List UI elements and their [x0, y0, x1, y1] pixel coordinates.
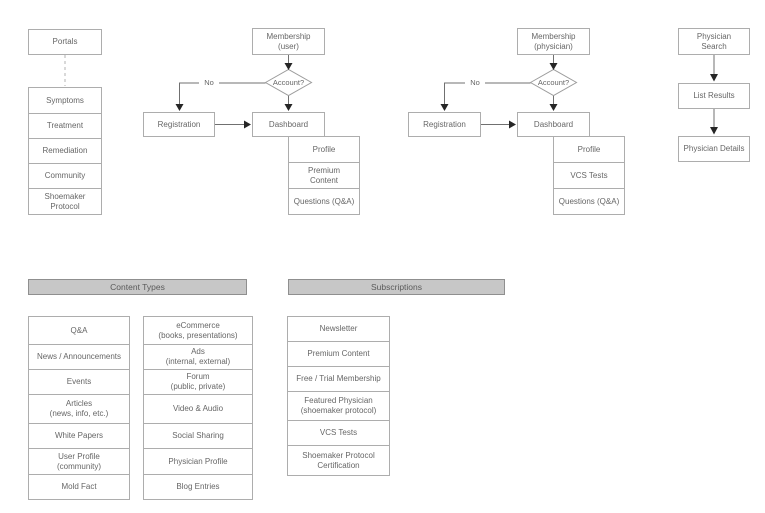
content-types-header: Content Types — [28, 279, 247, 295]
arrowhead-icon — [710, 74, 718, 82]
physician-no-branch-line — [444, 82, 531, 104]
subscriptions-column: Newsletter Premium Content Free / Trial … — [287, 316, 390, 476]
user-account-decision-label: Account? — [272, 78, 305, 87]
content-type-item-box: Ads (internal, external) — [143, 344, 253, 370]
subscription-item-box: Shoemaker Protocol Certification — [287, 445, 390, 476]
content-type-item-box: Q&A — [28, 316, 130, 345]
physician-dashboard-item-box: Profile — [553, 136, 625, 163]
subscription-item-box: Newsletter — [287, 316, 390, 342]
subscriptions-header: Subscriptions — [288, 279, 505, 295]
content-types-column-2: eCommerce (books, presentations) Ads (in… — [143, 316, 253, 500]
arrowhead-icon — [509, 120, 516, 129]
subscription-item-box: Premium Content — [287, 341, 390, 367]
physician-dashboard-stack: Profile VCS Tests Questions (Q&A) — [553, 136, 625, 215]
user-no-branch-line — [179, 82, 266, 104]
content-type-item-box: User Profile (community) — [28, 448, 130, 475]
physician-registration-box: Registration — [408, 112, 481, 137]
content-type-item-box: Social Sharing — [143, 423, 253, 449]
user-membership-box: Membership (user) — [252, 28, 325, 55]
portal-item-box: Remediation — [28, 138, 102, 164]
portal-item-box: Symptoms — [28, 87, 102, 114]
portals-title-box: Portals — [28, 29, 102, 55]
content-type-item-box: Events — [28, 369, 130, 395]
content-type-item-box: News / Announcements — [28, 344, 130, 370]
physician-dashboard-item-box: Questions (Q&A) — [553, 188, 625, 215]
portal-item-box: Treatment — [28, 113, 102, 139]
user-account-decision-diamond — [264, 68, 313, 97]
user-dashboard-item-box: Premium Content — [288, 162, 360, 189]
portals-stack: Symptoms Treatment Remediation Community… — [28, 87, 102, 215]
physician-membership-box: Membership (physician) — [517, 28, 590, 55]
user-dashboard-stack: Profile Premium Content Questions (Q&A) — [288, 136, 360, 215]
list-results-box: List Results — [678, 83, 750, 109]
physician-no-branch-label: No — [465, 77, 485, 88]
arrowhead-icon — [244, 120, 251, 129]
content-type-item-box: Forum (public, private) — [143, 369, 253, 395]
arrowhead-icon — [175, 104, 184, 111]
physician-details-box: Physician Details — [678, 136, 750, 162]
arrowhead-icon — [710, 127, 718, 135]
physician-dashboard-item-box: VCS Tests — [553, 162, 625, 189]
content-types-column-1: Q&A News / Announcements Events Articles… — [28, 316, 130, 500]
subscription-item-box: VCS Tests — [287, 420, 390, 446]
content-type-item-box: Blog Entries — [143, 474, 253, 500]
content-type-item-box: eCommerce (books, presentations) — [143, 316, 253, 345]
user-dashboard-item-box: Profile — [288, 136, 360, 163]
portal-item-box: Community — [28, 163, 102, 189]
content-type-item-box: Physician Profile — [143, 448, 253, 475]
content-type-item-box: White Papers — [28, 423, 130, 449]
arrowhead-icon — [549, 104, 558, 111]
physician-search-box: Physician Search — [678, 28, 750, 55]
arrowhead-icon — [284, 104, 293, 111]
arrowhead-icon — [549, 63, 558, 70]
subscription-item-box: Featured Physician (shoemaker protocol) — [287, 391, 390, 421]
arrowhead-icon — [440, 104, 449, 111]
user-dashboard-item-box: Questions (Q&A) — [288, 188, 360, 215]
user-registration-box: Registration — [143, 112, 215, 137]
physician-dashboard-box: Dashboard — [517, 112, 590, 137]
content-type-item-box: Articles (news, info, etc.) — [28, 394, 130, 424]
user-dashboard-box: Dashboard — [252, 112, 325, 137]
user-no-branch-label: No — [199, 77, 219, 88]
portal-item-box: Shoemaker Protocol — [28, 188, 102, 215]
content-type-item-box: Video & Audio — [143, 394, 253, 424]
physician-account-decision-label: Account? — [537, 78, 570, 87]
arrowhead-icon — [284, 63, 293, 70]
subscription-item-box: Free / Trial Membership — [287, 366, 390, 392]
physician-account-decision-diamond — [529, 68, 578, 97]
content-type-item-box: Mold Fact — [28, 474, 130, 500]
